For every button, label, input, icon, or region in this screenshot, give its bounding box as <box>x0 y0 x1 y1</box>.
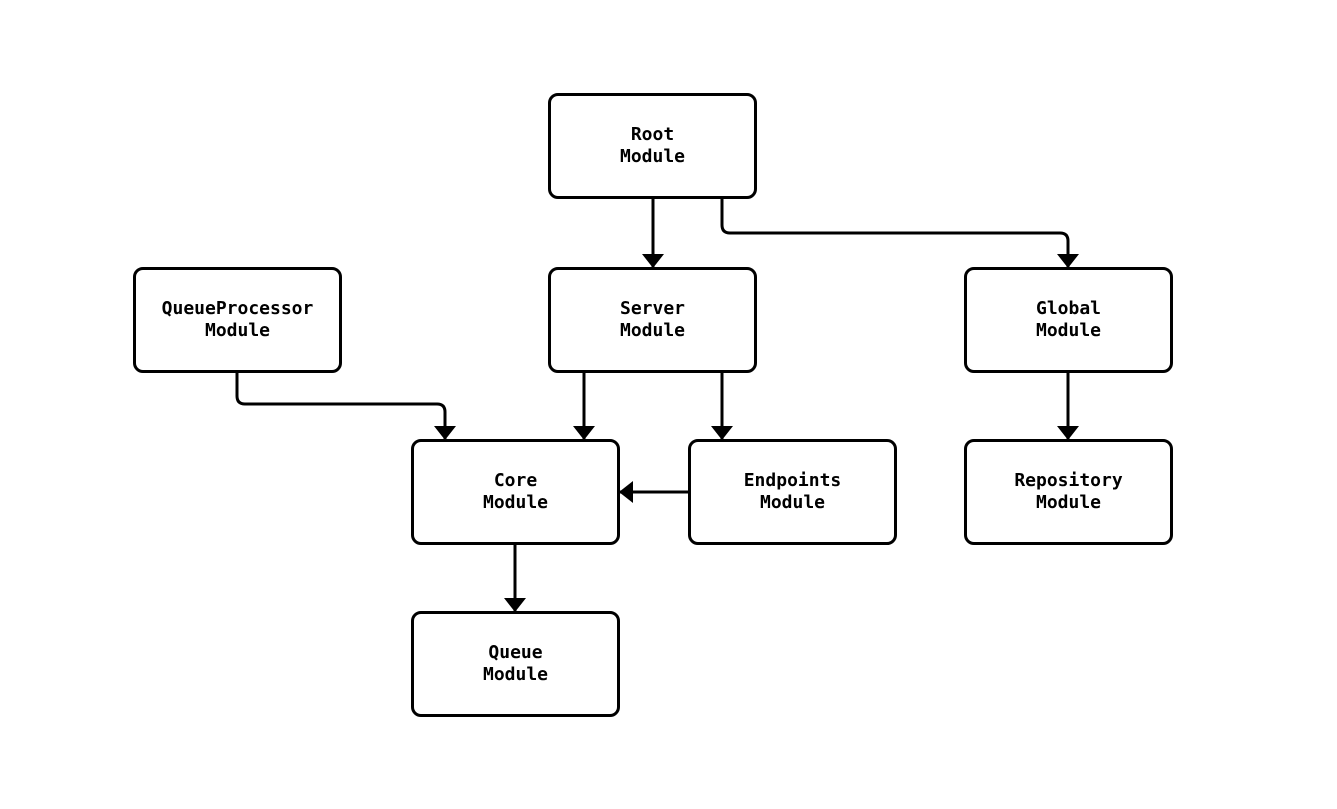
node-endpoints-label-line: Module <box>759 492 826 513</box>
node-core-label-line: Module <box>482 492 549 513</box>
node-queue-label-line: Module <box>482 664 549 685</box>
node-root-label-line: Module <box>619 146 686 167</box>
node-repository-label-line: Module <box>1035 492 1102 513</box>
node-core-label-line: Core <box>493 470 538 491</box>
node-global-label-line: Global <box>1035 298 1102 319</box>
node-repository-label-line: Repository <box>1014 470 1123 491</box>
edge-root-to-global <box>720 199 1079 268</box>
node-server-label-line: Server <box>619 298 686 319</box>
node-queue-processor-label-line: QueueProcessor <box>161 298 314 319</box>
edge-queue-processor-to-core <box>235 373 456 440</box>
node-queue-label-line: Queue <box>488 642 543 663</box>
node-global-label-line: Module <box>1035 320 1102 341</box>
node-endpoints-label-line: Endpoints <box>743 470 842 491</box>
node-server-label-line: Module <box>619 320 686 341</box>
node-queue-processor-label-line: Module <box>204 320 271 341</box>
node-root-label-line: Root <box>630 124 675 145</box>
